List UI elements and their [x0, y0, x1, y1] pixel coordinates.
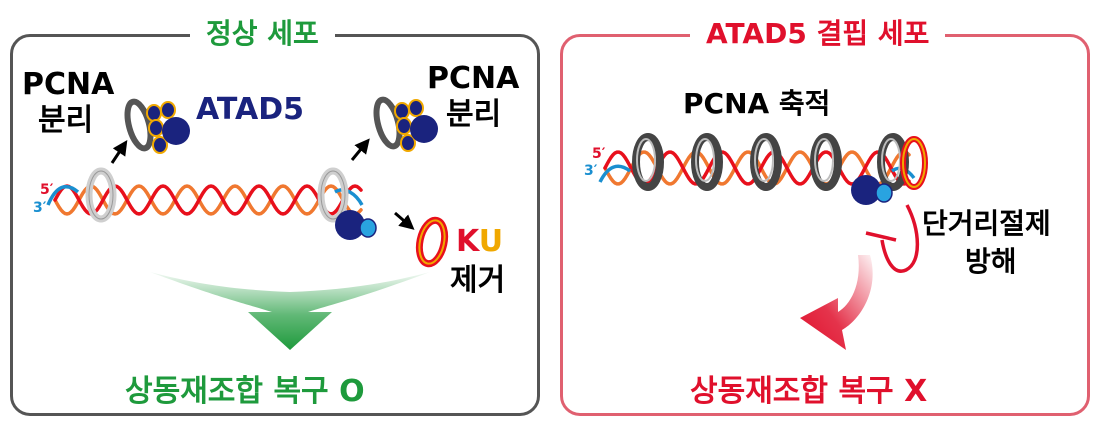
pcna-atad5-complex-right: [373, 96, 438, 152]
pcna-ring-1: [632, 133, 664, 191]
ku-protein-bound: [335, 210, 377, 240]
label-3prime-left: 3′: [33, 200, 47, 216]
label-pcna-left: PCNA: [22, 67, 115, 102]
label-ku-u: U: [478, 224, 504, 259]
arrow-pcna-detach-left: [110, 140, 128, 164]
result-normal: 상동재조합 복구 O: [125, 374, 365, 409]
dna-helix-normal: [46, 184, 364, 216]
label-atad5: ATAD5: [196, 92, 305, 127]
pcna-atad5-complex-left: [124, 98, 190, 154]
resection-blocked-symbol: [865, 204, 920, 273]
pcna-ring-highlight-2: [695, 138, 715, 182]
pcna-ring-highlight-5: [881, 138, 901, 182]
deficient-cell-title: ATAD5 결핍 세포: [690, 14, 946, 54]
accumulated-pcna-rings: [632, 133, 909, 191]
pcna-ring-3: [750, 133, 782, 191]
red-outcome-arrow: [800, 255, 873, 350]
label-5prime-left: 5′: [40, 182, 54, 198]
pcna-ring-2: [691, 133, 723, 191]
label-ku-k: K: [456, 224, 479, 259]
result-deficient: 상동재조합 복구 X: [690, 374, 928, 409]
label-remove: 제거: [450, 263, 506, 298]
pcna-ring-highlight-4: [814, 138, 834, 182]
label-resection: 단거리절제: [922, 207, 1051, 240]
label-detach-right: 분리: [446, 97, 502, 132]
pcna-ring-ghost-left: [85, 167, 117, 223]
label-interference: 방해: [965, 245, 1017, 278]
pcna-ring-ghost-right: [317, 167, 349, 223]
arrow-pcna-detach-right: [350, 138, 370, 161]
pcna-ring-highlight-1: [636, 138, 656, 182]
pcna-ring-4: [810, 133, 842, 191]
label-detach-left: 분리: [38, 103, 94, 138]
pcna-ring-highlight-3: [754, 138, 774, 182]
label-pcna-right: PCNA: [427, 61, 520, 96]
ku-ring-stuck: [900, 136, 928, 190]
ku-protein-stuck: [851, 175, 893, 205]
label-ku: KU: [456, 224, 503, 259]
label-5prime-right: 5′: [592, 146, 606, 162]
normal-cell-title: 정상 세포: [190, 14, 335, 54]
arrow-ku-removal: [394, 211, 415, 230]
label-pcna-accumulation: PCNA 축적: [683, 87, 831, 120]
label-3prime-right: 3′: [584, 163, 598, 179]
green-outcome-arrow: [150, 272, 430, 350]
ku-ring-removed: [415, 216, 449, 268]
